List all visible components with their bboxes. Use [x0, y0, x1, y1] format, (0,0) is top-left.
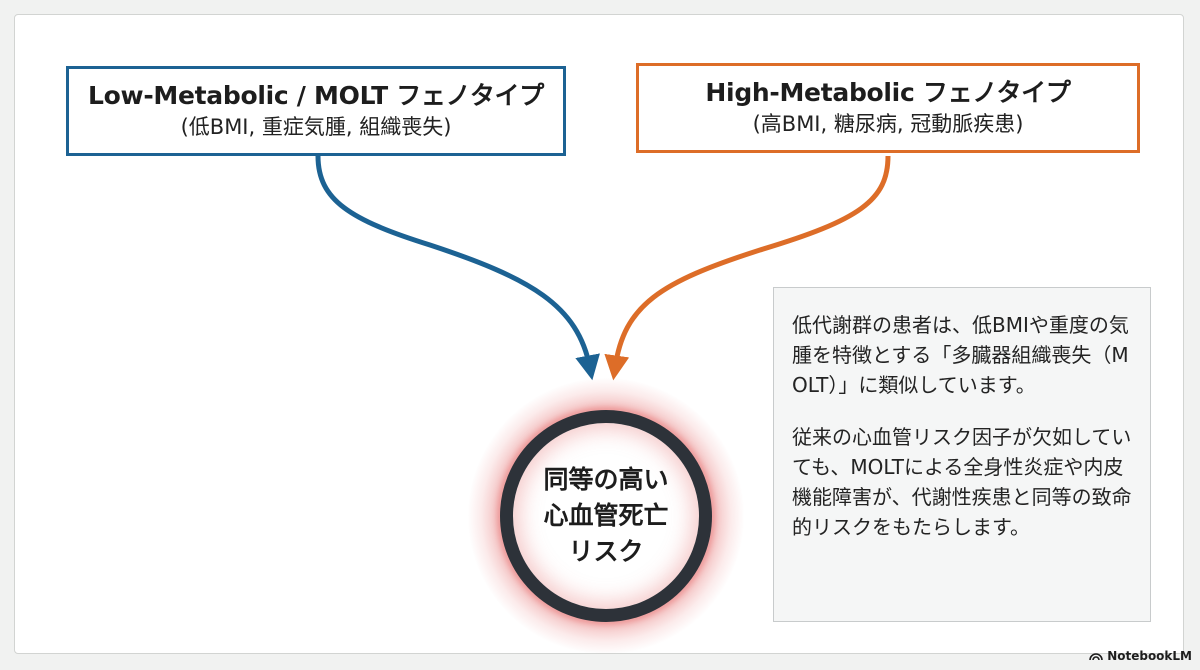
- high-metabolic-title: High-Metabolic フェノタイプ: [705, 78, 1071, 107]
- low-metabolic-title: Low-Metabolic / MOLT フェノタイプ: [88, 81, 544, 110]
- low-to-outcome-arrow: [315, 155, 600, 381]
- low-metabolic-box: Low-Metabolic / MOLT フェノタイプ (低BMI, 重症気腫,…: [66, 66, 566, 156]
- outcome-circle: 同等の高い 心血管死亡 リスク: [500, 410, 712, 622]
- outcome-line-2: 心血管死亡: [543, 501, 669, 530]
- explanation-note: 低代謝群の患者は、低BMIや重度の気腫を特徴とする「多臓器組織喪失（MOLT）」…: [773, 287, 1151, 622]
- outcome-line-1: 同等の高い: [543, 465, 669, 494]
- notebooklm-icon: [1089, 653, 1103, 661]
- notebooklm-label: NotebookLM: [1107, 649, 1192, 663]
- outcome-label: 同等の高い 心血管死亡 リスク: [543, 462, 668, 570]
- note-paragraph-1: 低代謝群の患者は、低BMIや重度の気腫を特徴とする「多臓器組織喪失（MOLT）」…: [792, 313, 1129, 397]
- outcome-line-3: リスク: [568, 537, 644, 566]
- low-metabolic-subtitle: (低BMI, 重症気腫, 組織喪失): [180, 115, 452, 139]
- notebooklm-badge: NotebookLM: [1089, 646, 1192, 666]
- note-paragraph-2: 従来の心血管リスク因子が欠如していても、MOLTによる全身性炎症や内皮機能障害が…: [792, 425, 1132, 539]
- high-metabolic-subtitle: (高BMI, 糖尿病, 冠動脈疾患): [752, 112, 1024, 136]
- high-to-outcome-arrow: [604, 155, 891, 381]
- high-metabolic-box: High-Metabolic フェノタイプ (高BMI, 糖尿病, 冠動脈疾患): [636, 63, 1140, 153]
